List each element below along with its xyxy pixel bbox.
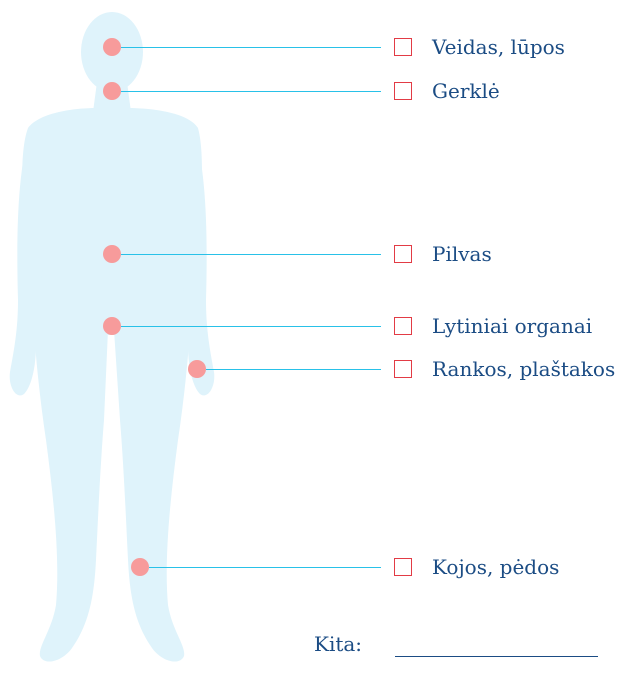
leader-line-abdomen [121,254,381,255]
location-marker-legs-feet [131,558,149,576]
body-part-label-abdomen: Pilvas [432,242,492,266]
body-part-label-legs-feet: Kojos, pėdos [432,555,559,579]
body-part-row-hands: Rankos, plaštakos [0,357,627,381]
checkbox-abdomen[interactable] [394,245,412,263]
body-part-row-abdomen: Pilvas [0,242,627,266]
checkbox-genitals[interactable] [394,317,412,335]
leader-line-genitals [121,326,381,327]
location-marker-hands [188,360,206,378]
body-part-label-throat: Gerklė [432,79,500,103]
body-part-row-throat: Gerklė [0,79,627,103]
body-part-row-face-lips: Veidas, lūpos [0,35,627,59]
location-marker-abdomen [103,245,121,263]
leader-line-legs-feet [149,567,381,568]
other-field: Kita: [0,630,627,660]
location-marker-face-lips [103,38,121,56]
body-part-row-legs-feet: Kojos, pėdos [0,555,627,579]
checkbox-hands[interactable] [394,360,412,378]
other-label: Kita: [314,632,362,656]
leader-line-throat [121,91,381,92]
other-input[interactable] [395,632,598,657]
checkbox-face-lips[interactable] [394,38,412,56]
checkbox-throat[interactable] [394,82,412,100]
body-part-label-hands: Rankos, plaštakos [432,357,615,381]
location-marker-genitals [103,317,121,335]
body-part-label-face-lips: Veidas, lūpos [432,35,565,59]
leader-line-face-lips [121,47,381,48]
body-part-row-genitals: Lytiniai organai [0,314,627,338]
location-marker-throat [103,82,121,100]
leader-line-hands [206,369,381,370]
body-part-label-genitals: Lytiniai organai [432,314,592,338]
checkbox-legs-feet[interactable] [394,558,412,576]
